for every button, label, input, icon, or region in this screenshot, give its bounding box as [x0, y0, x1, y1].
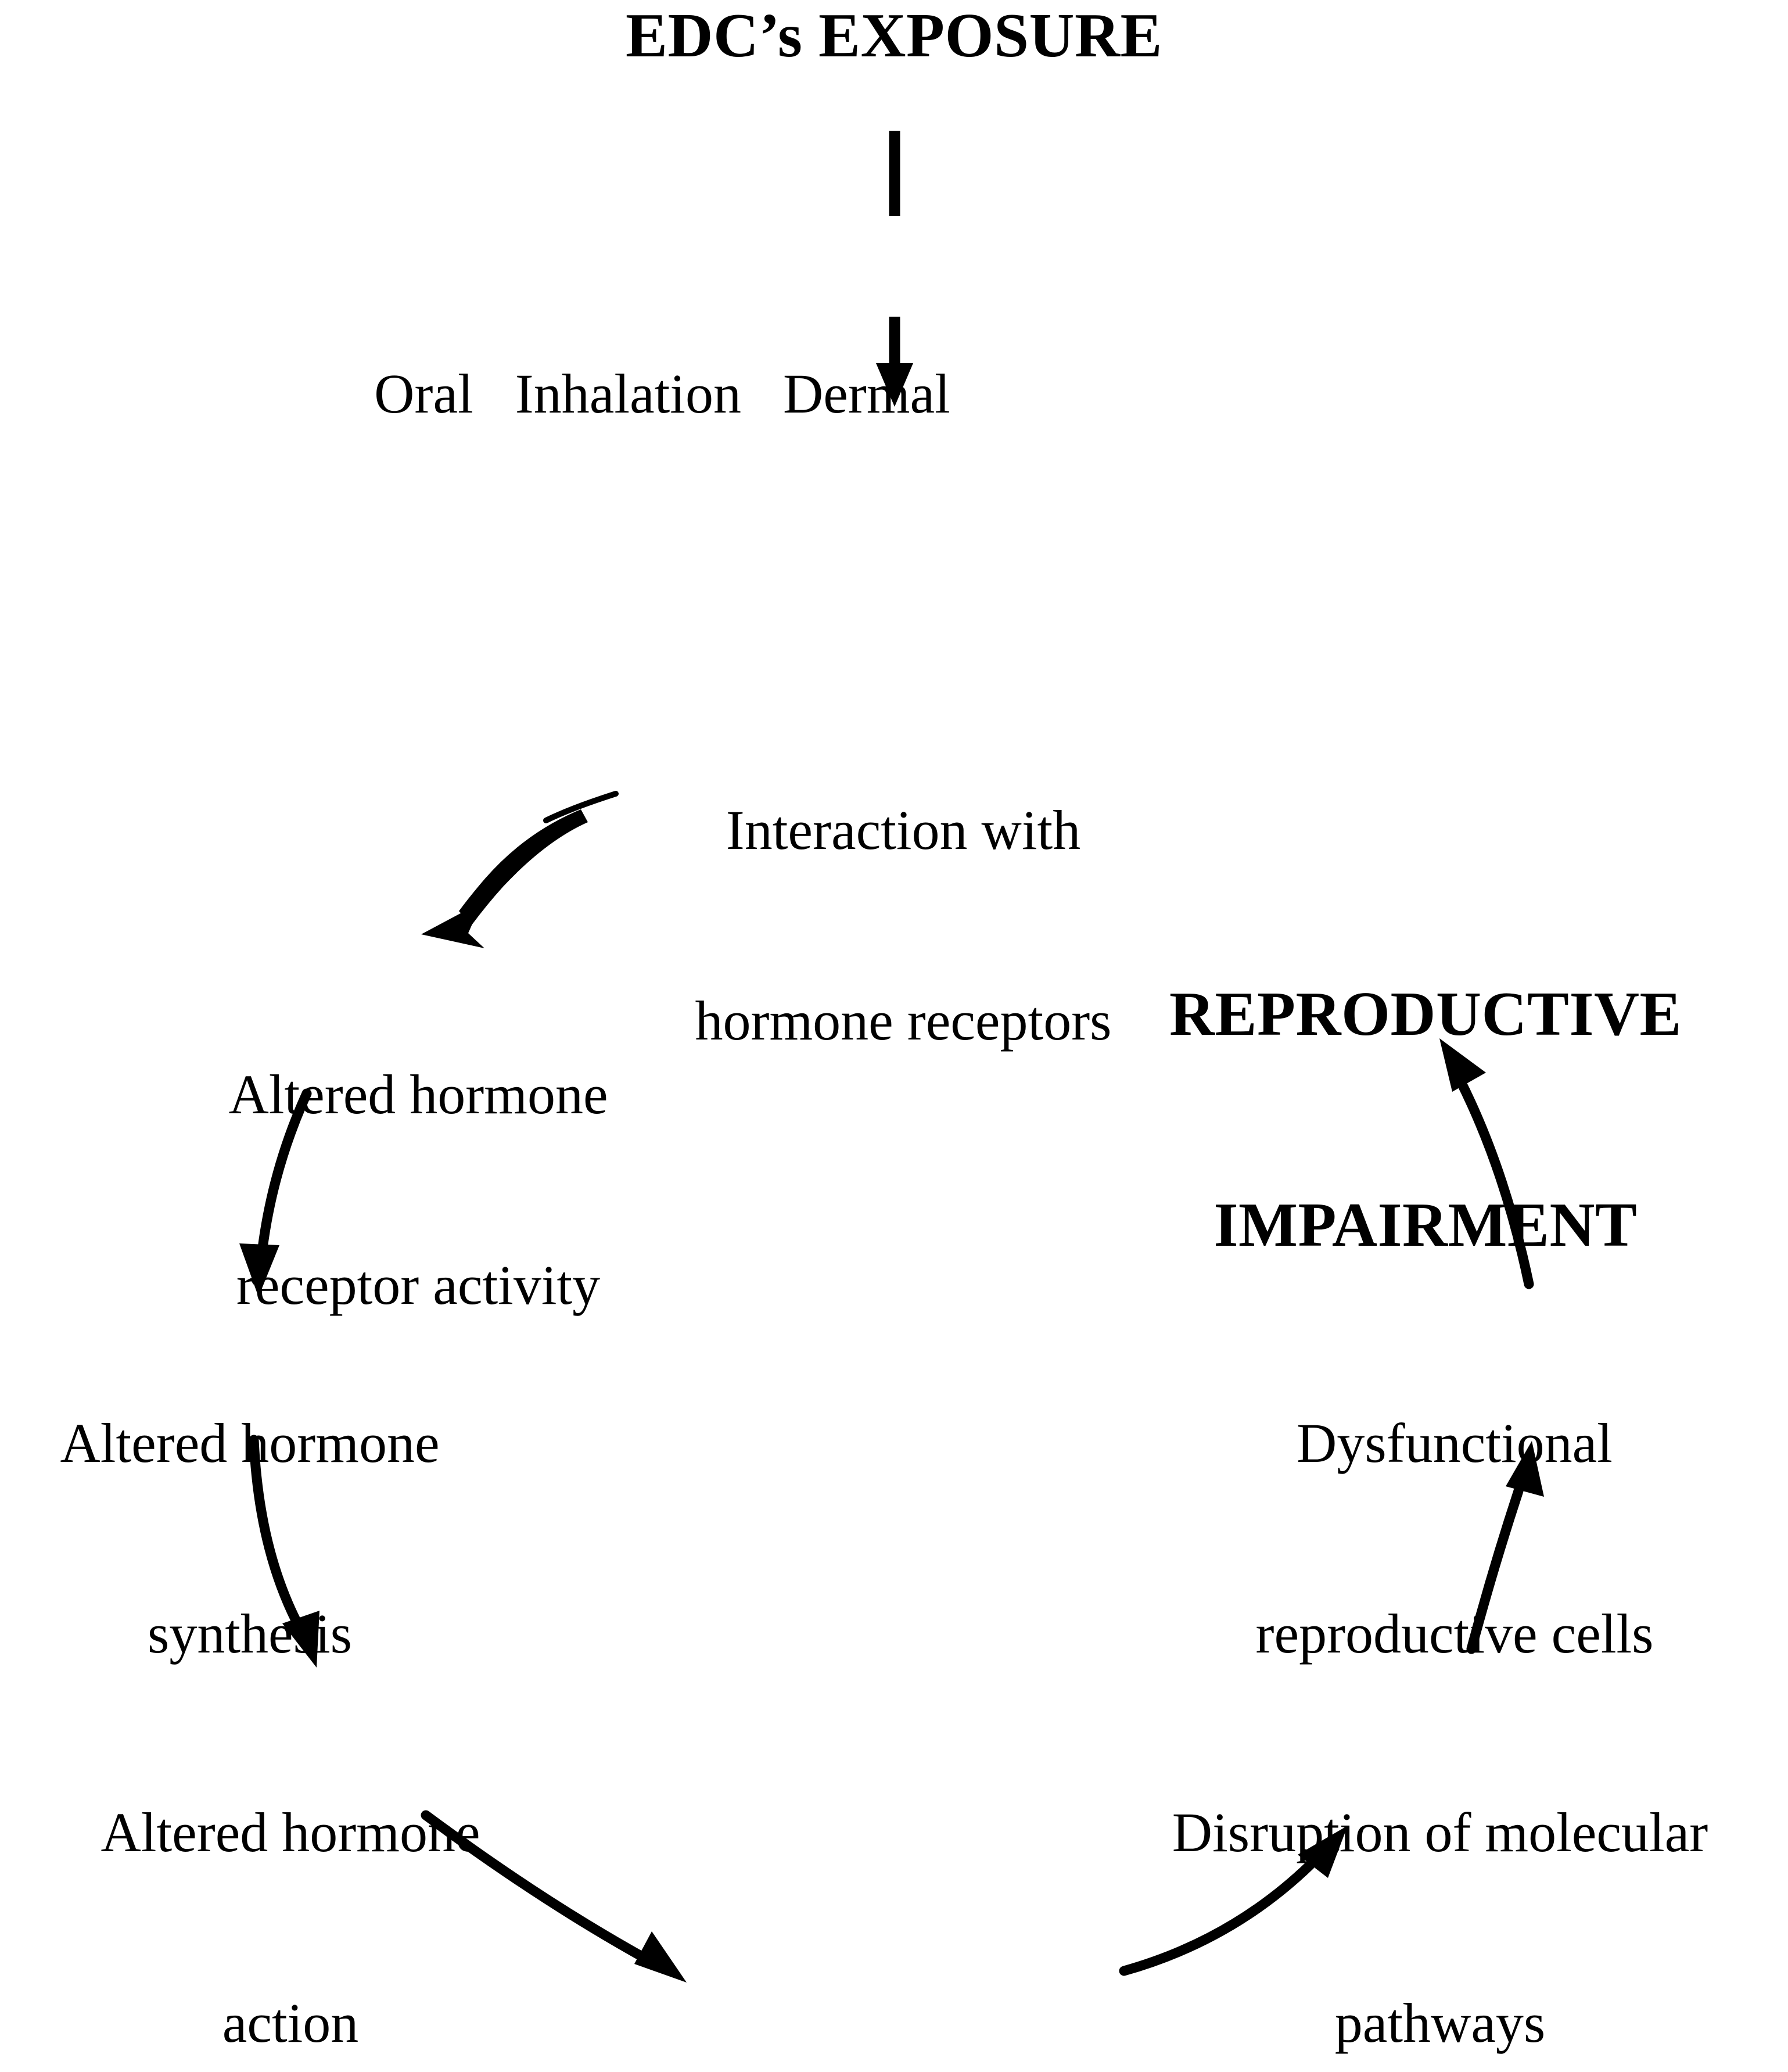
node-line-1: Altered hormone — [60, 1411, 440, 1474]
node-line-1: Altered hormone — [228, 1063, 608, 1125]
arrow-synthesis-to-action — [249, 1435, 319, 1668]
node-line-2: pathways — [1334, 1992, 1546, 2055]
arrow-routes-to-interaction — [876, 317, 913, 407]
exposure-routes-label: Oral Inhalation Dermal — [374, 363, 950, 425]
node-altered-hormone-synthesis: Altered hormone synthesis — [0, 1284, 500, 1793]
page-title-edc-exposure: EDC’s EXPOSURE — [625, 1, 1163, 70]
node-line-1: Altered hormone — [100, 1801, 480, 1863]
node-line-1: Interaction with — [726, 798, 1081, 861]
node-altered-hormone-action: Altered hormone action — [46, 1673, 534, 2072]
arrow-dysfunctional-cells-to-impairment — [1439, 1038, 1534, 1289]
node-line-2: hormone receptors — [695, 990, 1112, 1052]
arrow-pathways-to-dysfunctional-cells — [1466, 1441, 1544, 1654]
node-line-2: action — [222, 1992, 359, 2055]
node-disruption-of-molecular-pathways: Disruption of molecular pathways — [1092, 1673, 1788, 2072]
arrow-interaction-to-receptor-activity — [421, 791, 619, 948]
node-line-2: synthesis — [147, 1603, 353, 1665]
node-line-1: Disruption of molecular — [1172, 1801, 1708, 1863]
node-line-2: receptor activity — [236, 1254, 601, 1317]
arrow-receptor-activity-to-synthesis — [239, 1088, 312, 1297]
node-altered-hormone-receptor-activity: Altered hormone receptor activity — [35, 935, 802, 1444]
node-line-2: reproductive cells — [1255, 1603, 1654, 1665]
title-line-1: REPRODUCTIVE — [1169, 979, 1682, 1049]
node-interaction-with-hormone-receptors: Interaction with hormone receptors — [430, 671, 1377, 1180]
arrow-action-to-signal-transduction — [421, 1810, 687, 1983]
arrow-signal-transduction-to-pathways — [1119, 1826, 1348, 1976]
node-line-1: Dysfunctional — [1297, 1411, 1613, 1474]
title-line-2: IMPAIRMENT — [1213, 1190, 1638, 1260]
node-dysfunctional-reproductive-cells: Dysfunctional reproductive cells — [1121, 1284, 1788, 1793]
node-altered-signal-transduction: Altered signal transduction — [616, 1949, 1104, 2072]
page-title-reproductive-impairment: REPRODUCTIVE IMPAIRMENT — [1063, 839, 1788, 1401]
